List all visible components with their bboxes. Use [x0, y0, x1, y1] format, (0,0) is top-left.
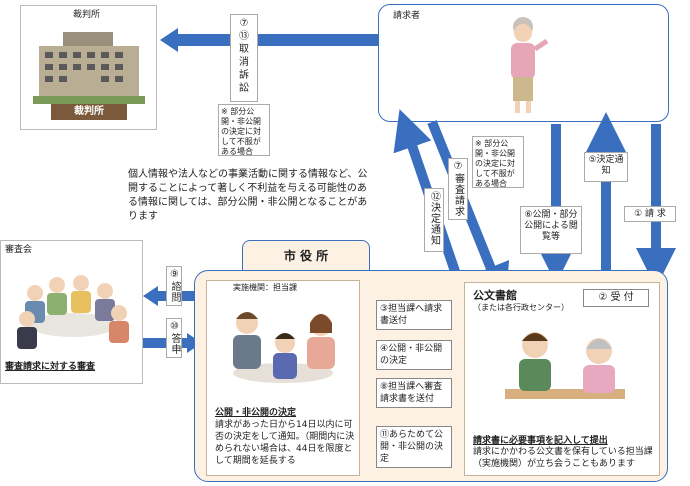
cancel-suit-label: ⑦ ⑬ 取 消 訴 訟 — [230, 14, 258, 102]
requester-box: 請求者 — [378, 4, 669, 122]
requester-person-icon — [497, 15, 553, 115]
archive-staff-icon — [495, 323, 635, 419]
council-box: 審査会 審査請求に対する審査 — [0, 240, 143, 384]
step-11: ⑪あらためて公開・非公開の決定 — [376, 426, 452, 468]
report-10-label: ⑩答申 — [166, 318, 182, 358]
city-hall-title: 市 役 所 — [283, 249, 329, 263]
archive-title: 公文書館 — [473, 289, 517, 302]
council-meeting-icon — [9, 263, 137, 353]
archive-caption-title: 請求書に必要事項を記入して提出 — [473, 436, 608, 446]
dept-label: 実施機関：担当課 — [233, 283, 297, 292]
note-review: ※ 部分公開・非公開の決定に対して不服がある場合 — [472, 136, 524, 188]
decision-notice-12-label: ⑫決定通知 — [424, 188, 444, 252]
disclose-6-label: ⑥公開・部分公開による閲覧等 — [520, 206, 582, 254]
city-hall-tab: 市 役 所 — [242, 240, 370, 272]
archive-subtitle: （または各行政センター） — [473, 303, 569, 312]
decision-body: 請求があった日から14日以内に可否の決定をして通知。（期間内に決められない場合は… — [215, 420, 355, 466]
court-building-icon — [33, 30, 145, 104]
council-title: 審査会 — [5, 245, 33, 255]
note-court: ※ 部分公開・非公開の決定に対して不服がある場合 — [218, 104, 270, 156]
decision-title: 公開・非公開の決定 — [215, 408, 297, 418]
dept-box: 実施機関：担当課 公開・非公開の決定 請求があった日から14日以内に可否の決定を… — [206, 280, 360, 476]
inquiry-9-label: ⑨諮問 — [166, 266, 182, 306]
decision-notice-5-label: ⑤決定通知 — [584, 152, 628, 182]
requester-title: 請求者 — [393, 11, 421, 21]
step-3: ③担当課へ請求書送付 — [376, 300, 452, 330]
council-caption: 審査請求に対する審査 — [5, 362, 96, 372]
arrow-to-court — [160, 28, 378, 52]
archive-box: 公文書館 （または各行政センター） ② 受 付 請求書に必要事項を記入して提出 … — [464, 282, 660, 476]
review-request-label: ⑦審査請求 — [448, 158, 468, 220]
court-box: 裁判所 裁判所 — [20, 5, 157, 130]
dept-staff-icon — [213, 297, 355, 389]
step-8: ⑧担当課へ審査請求書を送付 — [376, 378, 452, 408]
info-note: 個人情報や法人などの事業活動に関する情報など、公開することによって著しく不利益を… — [128, 169, 368, 222]
step-4: ④公開・非公開の決定 — [376, 340, 452, 370]
court-sign: 裁判所 — [51, 104, 127, 120]
reception-label: ② 受 付 — [583, 289, 649, 307]
archive-caption-body: 請求にかかわる公文書を保有している担当課（実施機関）が立ち会うこともあります — [473, 447, 653, 469]
request-1-label: ① 請 求 — [624, 206, 676, 222]
court-title: 裁判所 — [73, 10, 101, 20]
